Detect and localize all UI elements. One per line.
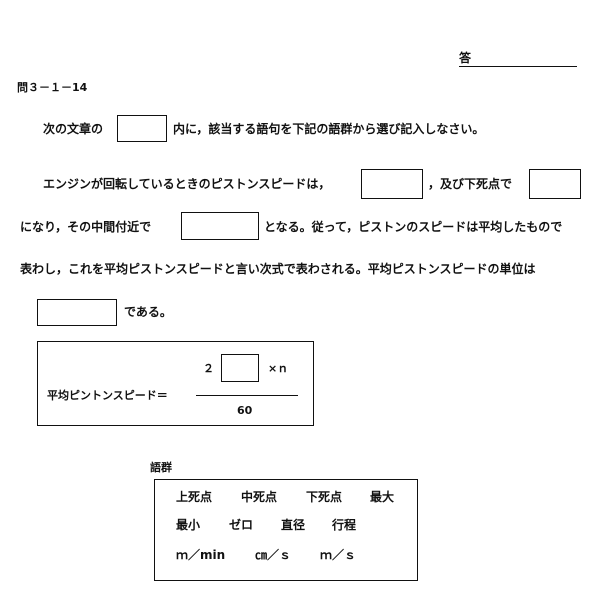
passage-line3: 表わし，これを平均ピストンスピードと言い次式で表わされる。平均ピストンスピードの…: [20, 262, 536, 276]
passage-line2-b: となる。従って，ピストンのスピードは平均したもので: [264, 220, 563, 234]
passage-line1-a: エンジンが回転しているときのピストンスピードは，: [43, 177, 331, 191]
answer-label: 答: [459, 51, 472, 65]
formula-blank-box: [221, 354, 259, 382]
passage-line4: である。: [124, 305, 172, 319]
word-bank-item: ｍ／min: [176, 548, 226, 562]
blank-2-box: [529, 169, 581, 199]
blank-3-box: [181, 212, 259, 240]
word-bank-item: 最大: [370, 490, 395, 504]
formula-label: 平均ピントンスピード＝: [47, 389, 168, 402]
formula-denominator: 60: [237, 404, 253, 417]
word-bank-frame: [154, 479, 418, 581]
word-bank-item: ｍ／ｓ: [320, 548, 357, 562]
word-bank-item: ゼロ: [229, 518, 254, 532]
blank-4-box: [37, 299, 117, 326]
formula-coef: ２: [203, 362, 214, 375]
word-bank-item: 下死点: [306, 490, 343, 504]
formula-fraction-bar: [196, 395, 298, 396]
word-bank-item: 中死点: [241, 490, 278, 504]
word-bank-title: 語群: [150, 461, 172, 474]
formula-times-n: ×ｎ: [268, 362, 289, 375]
word-bank-item: 行程: [332, 518, 357, 532]
word-bank-item: 直径: [281, 518, 306, 532]
problem-number: 問３－１－14: [17, 81, 88, 94]
word-bank-item: ㎝／ｓ: [255, 548, 292, 562]
answer-underline: [459, 66, 577, 67]
formula-frame: [37, 341, 314, 426]
passage-line1-b: ，及び下死点で: [428, 177, 513, 191]
word-bank-item: 最小: [176, 518, 201, 532]
passage-line2-a: になり，その中間付近で: [20, 220, 152, 234]
blank-1-box: [361, 169, 423, 199]
word-bank-item: 上死点: [176, 490, 213, 504]
instruction-after: 内に，該当する語句を下記の語群から選び記入しなさい。: [173, 122, 485, 136]
instruction-before: 次の文章の: [43, 122, 104, 136]
instruction-blank-box: [117, 115, 167, 142]
